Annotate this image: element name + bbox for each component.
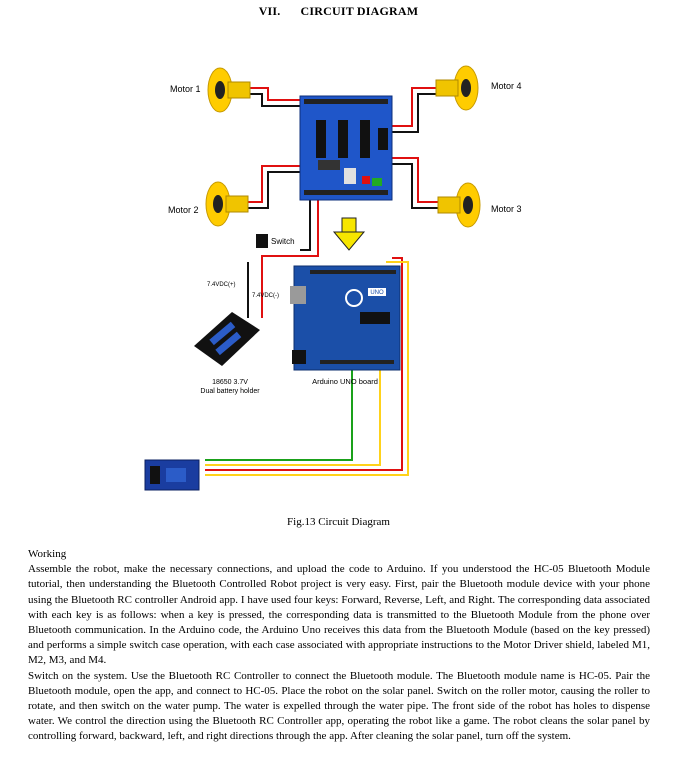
motor-driver-shield (299, 95, 393, 201)
motor-3-label: Motor 3 (491, 204, 522, 214)
vplus-label: 7.4VDC(+) (207, 282, 236, 288)
battery-holder (194, 312, 260, 366)
switch-label: Switch (271, 237, 295, 246)
vminus-label: 7.4VDC(-) (252, 293, 279, 299)
figure-caption: Fig.13 Circuit Diagram (287, 516, 390, 528)
arduino-board: UNO (290, 265, 401, 371)
motor-1 (207, 67, 251, 113)
working-paragraph-2: Switch on the system. Use the Bluetooth … (28, 669, 650, 743)
working-section: Working Assemble the robot, make the nec… (28, 547, 650, 745)
battery-label-line1: 18650 3.7V (212, 379, 248, 386)
section-title: CIRCUIT DIAGRAM (300, 4, 419, 18)
motor-1-label: Motor 1 (170, 84, 201, 94)
working-paragraph-1: Assemble the robot, make the necessary c… (28, 563, 650, 667)
section-heading: VII. CIRCUIT DIAGRAM (0, 4, 677, 19)
working-heading: Working (28, 548, 67, 560)
circuit-diagram: UNO Motor 1 Motor 2 Motor 4 Motor 3 Swit… (144, 65, 522, 491)
uno-badge: UNO (370, 290, 384, 296)
arduino-label: Arduino UNO board (312, 377, 378, 386)
section-number: VII. (258, 4, 281, 18)
motor-3 (437, 182, 481, 228)
motor-2 (205, 181, 249, 227)
down-arrow-icon (332, 217, 366, 251)
battery-label-line2: Dual battery holder (200, 388, 260, 395)
motor-4-label: Motor 4 (491, 81, 522, 91)
motor-2-label: Motor 2 (168, 205, 199, 215)
switch-icon (256, 234, 268, 248)
motor-4 (435, 65, 479, 111)
bluetooth-module (144, 459, 200, 491)
